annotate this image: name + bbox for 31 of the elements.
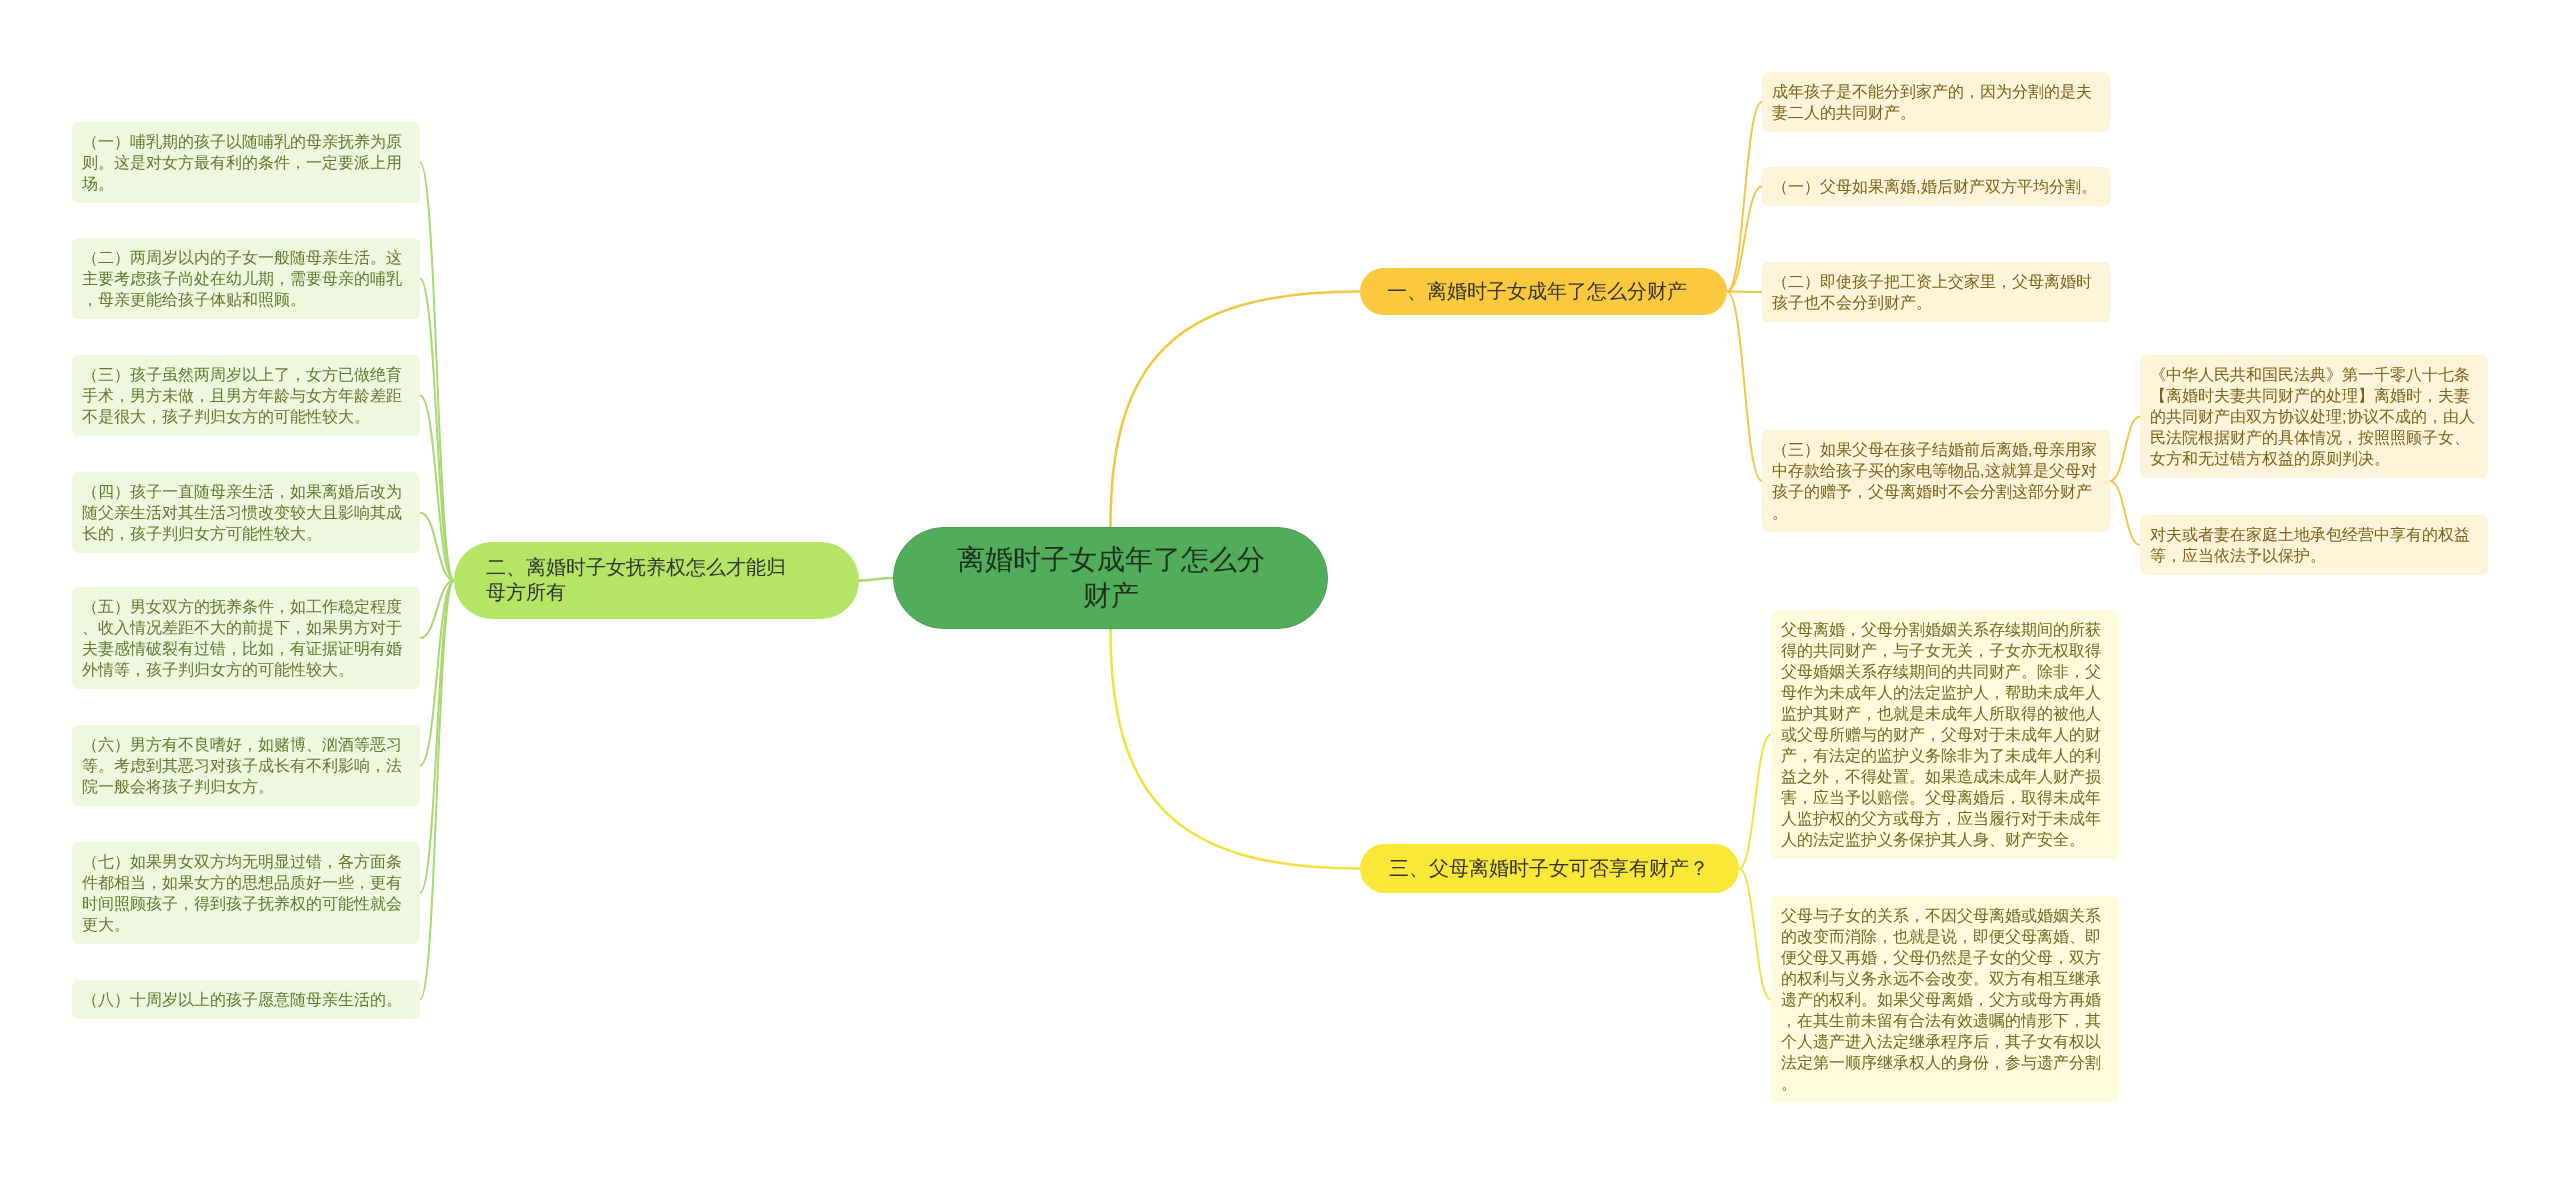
- central-topic: 离婚时子女成年了怎么分财产: [893, 527, 1328, 629]
- note-card: （一）父母如果离婚,婚后财产双方平均分割。: [1762, 167, 2110, 206]
- connector-line: [2109, 480, 2141, 546]
- note-card: （四）孩子一直随母亲生活，如果离婚后改为随父亲生活对其生活习惯改变较大且影响其成长的，孩子判归女方可能性较大。: [72, 472, 420, 553]
- branch-topic: 三、父母离婚时子女可否享有财产？: [1360, 844, 1739, 893]
- note-card: 父母离婚，父母分割婚姻关系存续期间的所获得的共同财产，与子女无关，子女亦无权取得父母婚姻关系存续期间的共同财产。除非，父母作为未成年人的法定监护人，帮助未成年人监护其财产，也就是未成年人所取得的被他人或父母所赠与的财产，父母对于未成年人的财产，有法定的监护义务除非为了未成年人的利益之外，不得处置。如果造成未成年人财产损害，应当予以赔偿。父母离婚后，取得未成年人监护权的父方或母方，应当履行对于未成年人的法定监护义务保护其人身、财产安全。: [1771, 610, 2119, 859]
- note-card: （八）十周岁以上的孩子愿意随母亲生活的。: [72, 980, 420, 1019]
- connector-line: [2109, 415, 2141, 482]
- note-card: （五）男女双方的抚养条件，如工作稳定程度、收入情况差距不大的前提下，如果男方对于夫妻感情破裂有过错，比如，有证据证明有婚外情等，孩子判归女方的可能性较大。: [72, 587, 420, 689]
- connector-line: [1726, 290, 1763, 293]
- branch-topic: 二、离婚时子女抚养权怎么才能归母方所有: [454, 542, 859, 619]
- connector-line: [1109, 290, 1361, 528]
- connector-line: [859, 576, 893, 582]
- note-card: （一）哺乳期的孩子以随哺乳的母亲抚养为原则。这是对女方最有利的条件，一定要派上用场。: [72, 122, 420, 203]
- note-card: （七）如果男女双方均无明显过错，各方面条件都相当，如果女方的思想品质好一些，更有时间照顾孩子，得到孩子抚养权的可能性就会更大。: [72, 842, 420, 944]
- note-card: （六）男方有不良嗜好，如赌博、汹酒等恶习等。考虑到其恶习对孩子成长有不利影响，法院一般会将孩子判归女方。: [72, 725, 420, 806]
- note-card: （二）即使孩子把工资上交家里，父母离婚时孩子也不会分到财产。: [1762, 262, 2110, 322]
- note-card: （三）如果父母在孩子结婚前后离婚,母亲用家中存款给孩子买的家电等物品,这就算是父母对孩子的赠予，父母离婚时不会分割这部分财产。: [1762, 430, 2110, 532]
- note-card: （三）孩子虽然两周岁以上了，女方已做绝育手术，男方未做，且男方年龄与女方年龄差距不是很大，孩子判归女方的可能性较大。: [72, 355, 420, 436]
- connector-line: [419, 579, 455, 1001]
- note-card: 对夫或者妻在家庭土地承包经营中享有的权益等，应当依法予以保护。: [2140, 515, 2488, 575]
- connector-line: [1738, 733, 1772, 870]
- note-card: 《中华人民共和国民法典》第一千零八十七条【离婚时夫妻共同财产的处理】离婚时，夫妻的共同财产由双方协议处理;协议不成的，由人民法院根据财产的具体情况，按照照顾子女、女方和无过错方权益的原则判决。: [2140, 355, 2488, 478]
- note-card: 成年孩子是不能分到家产的，因为分割的是夫妻二人的共同财产。: [1762, 72, 2110, 132]
- connector-line: [1726, 290, 1763, 482]
- connector-line: [1109, 628, 1361, 870]
- note-card: （二）两周岁以内的子女一般随母亲生活。这主要考虑孩子尚处在幼儿期，需要母亲的哺乳，母亲更能给孩子体贴和照顾。: [72, 238, 420, 319]
- branch-topic: 一、离婚时子女成年了怎么分财产: [1360, 268, 1727, 315]
- connector-line: [419, 277, 455, 582]
- connector-line: [1738, 867, 1772, 1001]
- note-card: 父母与子女的关系，不因父母离婚或婚姻关系的改变而消除，也就是说，即便父母离婚、即便父母又再婚，父母仍然是子女的父母，双方的权利与义务永远不会改变。双方有相互继承遗产的权利。如果父母离婚，父方或母方再婚，在其生前未留有合法有效遗嘱的情形下，其个人遗产进入法定继承程序后，其子女有权以法定第一顺序继承权人的身份，参与遗产分割。: [1771, 896, 2119, 1103]
